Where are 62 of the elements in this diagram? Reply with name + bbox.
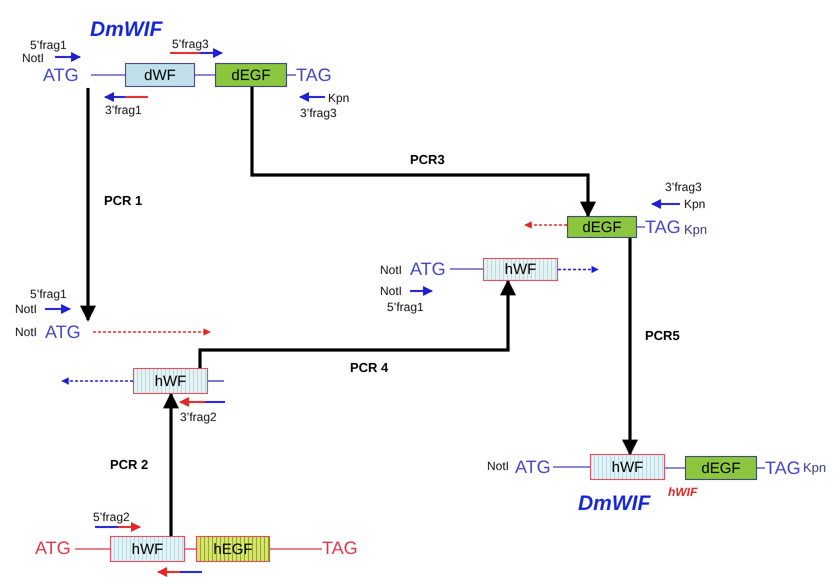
annotation-label: NotI: [15, 325, 38, 339]
annotation-label: 5’frag1: [30, 38, 67, 52]
arrow: [198, 279, 516, 368]
annotation-label: Kpn: [328, 91, 350, 105]
gene-box: hWF: [133, 368, 208, 394]
annotation-label: 5’frag1: [30, 287, 67, 301]
annotation-label: 3’frag1: [105, 103, 142, 117]
edge-label: PCR3: [408, 152, 447, 167]
connector-line: [553, 466, 590, 468]
annotation-label: NotI: [22, 51, 44, 65]
sequence-text: TAG: [765, 456, 797, 480]
edge-label: PCR 1: [102, 193, 144, 208]
arrow: [558, 266, 599, 274]
annotation-label: 3’frag3: [665, 180, 702, 194]
sequence-text: TAG: [296, 62, 332, 88]
arrow: [163, 392, 179, 536]
arrow: [622, 238, 638, 456]
construct-title: DmWIF: [578, 492, 650, 516]
arrow: [61, 377, 133, 385]
gene-box: dEGF: [215, 63, 287, 87]
annotation-label: Kpn: [684, 197, 706, 211]
connector-line: [91, 74, 125, 76]
connector-line: [185, 548, 196, 550]
annotation-label: NotI: [487, 459, 510, 473]
annotation-label: 5’frag3: [172, 37, 209, 51]
sequence-text: ATG: [45, 320, 93, 344]
annotation-label: 3’frag3: [300, 106, 337, 120]
sequence-text: TAG: [645, 215, 679, 239]
sequence-text: ATG: [35, 536, 75, 560]
annotation-label: Kpn: [803, 461, 826, 475]
connector-line: [75, 548, 110, 550]
connector-line: [195, 74, 215, 76]
edge-label: PCR 2: [108, 457, 150, 472]
sequence-text: ATG: [410, 257, 450, 281]
gene-box: hEGF: [196, 536, 270, 562]
annotation-label: Kpn: [684, 223, 708, 237]
gene-box: dWF: [125, 63, 195, 87]
sequence-text: ATG: [43, 62, 91, 88]
gene-box: dEGF: [685, 456, 757, 480]
annotation-label: 3’frag2: [180, 410, 217, 424]
sequence-text: TAG: [322, 536, 360, 560]
sequence-text: ATG: [515, 455, 553, 479]
gene-box: hWF: [110, 536, 185, 562]
arrow: [524, 221, 567, 229]
edge-label: PCR5: [643, 328, 682, 343]
arrow: [250, 87, 596, 218]
connector-line: [665, 467, 685, 469]
construct-title: DmWIF: [90, 18, 162, 42]
arrow: [80, 88, 96, 322]
connector-line: [450, 268, 483, 270]
annotation-label: 5’frag2: [93, 510, 130, 524]
connector-line: [270, 548, 322, 550]
annotation-label: 5’frag1: [387, 300, 424, 314]
annotation-label: NotI: [380, 263, 402, 277]
gene-box: hWF: [590, 454, 665, 480]
edge-label: PCR 4: [348, 360, 390, 375]
arrow: [93, 328, 211, 336]
annotation-label: NotI: [380, 284, 402, 298]
gene-box: dEGF: [567, 216, 637, 238]
gene-box: hWF: [483, 258, 558, 281]
construct-subtitle: hWIF: [668, 485, 698, 499]
annotation-label: NotI: [15, 302, 38, 316]
